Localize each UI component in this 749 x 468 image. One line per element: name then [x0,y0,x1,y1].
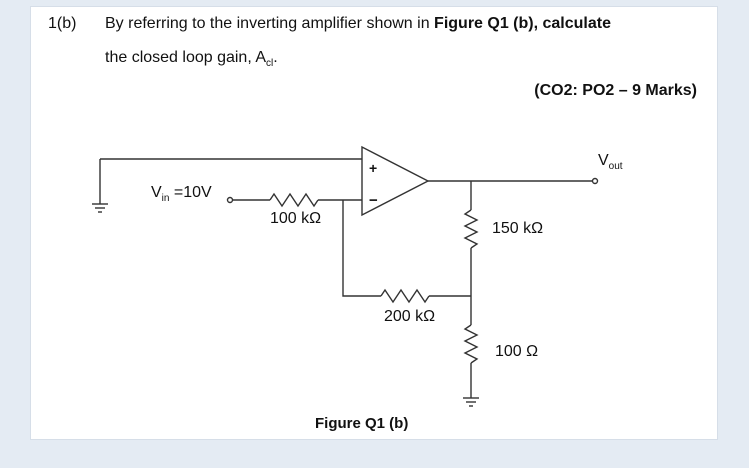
feedback-resistor-label: 200 kΩ [384,308,436,325]
bottom-shunt-resistor-label: 100 Ω [495,343,539,360]
bottom-shunt-resistor [463,324,479,364]
feedback-resistor [380,288,430,304]
question-text-prefix: By referring to the inverting amplifier … [105,15,435,32]
vin-label-sub: in [161,193,170,205]
marks-label: (CO2: PO2 – 9 Marks) [534,82,697,99]
opamp-minus-sign: − [369,192,378,209]
question-text-line2: the closed loop gain, Acl. [105,49,278,69]
vout-label-sub: out [608,161,623,173]
vout-terminal [591,177,599,185]
vin-value: =10V [169,184,212,201]
vout-label: Vout [598,152,623,172]
input-resistor-label: 100 kΩ [270,210,322,227]
vin-label: Vin =10V [151,184,212,204]
input-resistor [269,192,319,208]
feedback-node-wire [342,200,381,297]
figure-caption: Figure Q1 (b) [315,415,409,432]
top-shunt-resistor [463,209,479,249]
question-text-line1: By referring to the inverting amplifier … [105,15,611,33]
question-number: 1(b) [48,15,77,32]
question-text-bold: Figure Q1 (b), calculate [434,15,611,32]
top-shunt-resistor-label: 150 kΩ [492,220,544,237]
question-text-suffix: . [273,49,278,66]
question-text-acl-sub: cl [266,58,274,70]
opamp-plus-sign: + [369,160,377,176]
vin-terminal [226,196,234,204]
question-card [30,6,718,440]
vin-label-v: V [151,184,162,201]
ground-left-icon [92,203,108,213]
vout-label-v: V [598,152,609,169]
ground-right-icon [463,397,479,407]
question-text-acl: the closed loop gain, A [105,49,267,66]
opamp-symbol [361,145,430,217]
